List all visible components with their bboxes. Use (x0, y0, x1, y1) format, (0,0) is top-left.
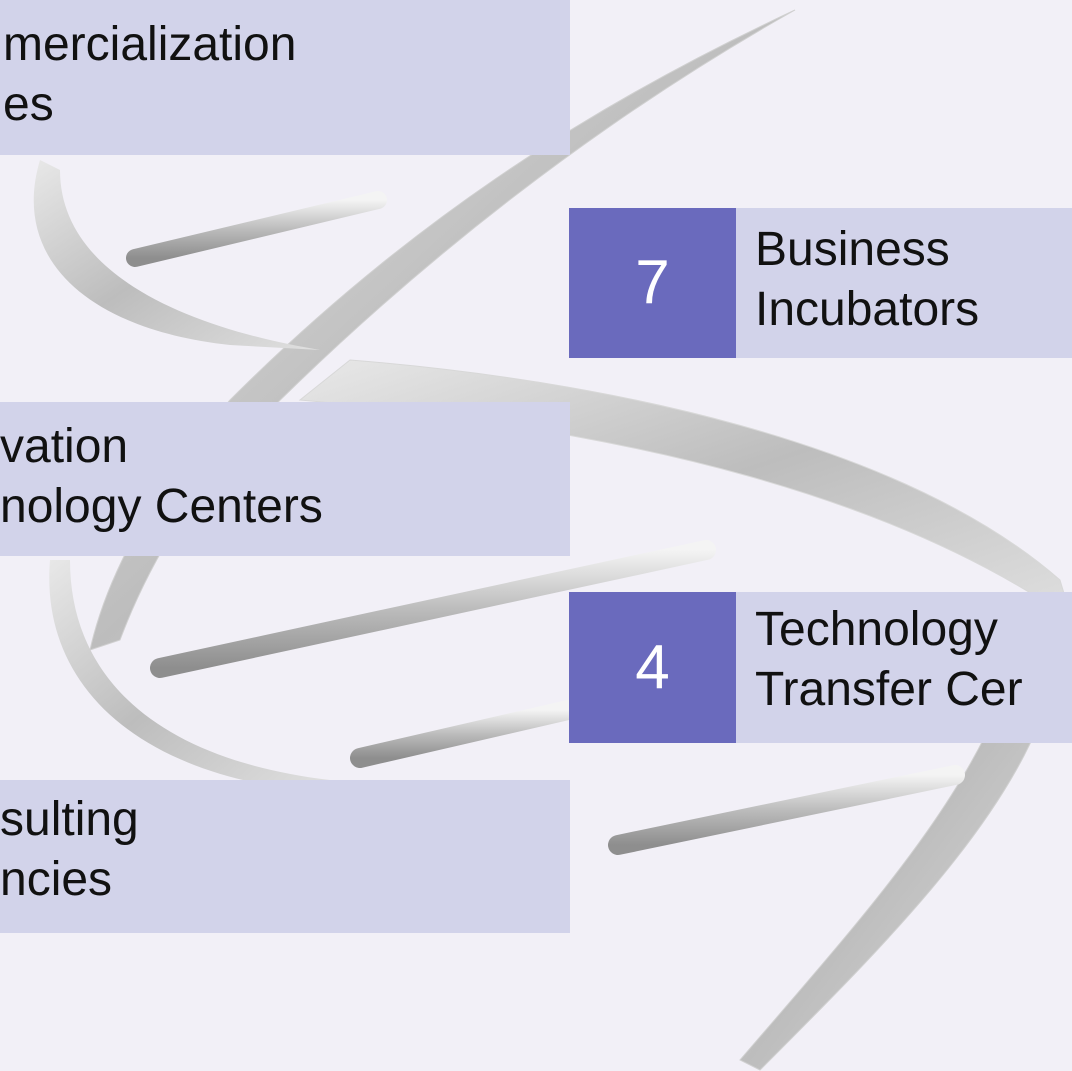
box-label-line-2: Transfer Cer (755, 663, 1023, 716)
box-number: 7 (569, 208, 736, 358)
box-number: 4 (569, 592, 736, 743)
box-label-line-2: Incubators (755, 283, 980, 336)
helix-strand-left (33, 160, 321, 350)
helix-rung (150, 540, 716, 678)
box-label: mercialization es (3, 15, 296, 135)
box-innovation-technology-centers: vation nology Centers (0, 402, 570, 556)
helix-rung (608, 765, 965, 855)
box-consulting-agencies: sulting ncies (0, 780, 570, 933)
box-label: Technology Transfer Cer (755, 600, 1023, 720)
box-label-line-2: nology Centers (0, 480, 323, 533)
box-label: Business Incubators (755, 220, 979, 340)
box-label-line-1: Business (755, 223, 950, 276)
box-label-line-2: es (3, 78, 54, 131)
box-business-incubators: 7 Business Incubators (569, 208, 1072, 358)
box-label: sulting ncies (0, 790, 139, 910)
box-label-line-2: ncies (0, 853, 113, 906)
helix-rung (126, 191, 387, 267)
box-label-line-1: Technology (755, 603, 998, 656)
box-commercialization: mercialization es (0, 0, 570, 155)
helix-strand-lower-right (739, 639, 1061, 1071)
box-label-line-1: mercialization (3, 18, 297, 71)
box-label-line-1: sulting (0, 793, 139, 846)
helix-rung (350, 700, 578, 768)
helix-strand-lower-left (49, 560, 330, 790)
box-label: vation nology Centers (0, 417, 323, 537)
box-label-line-1: vation (0, 420, 129, 473)
box-technology-transfer-centers: 4 Technology Transfer Cer (569, 592, 1072, 743)
